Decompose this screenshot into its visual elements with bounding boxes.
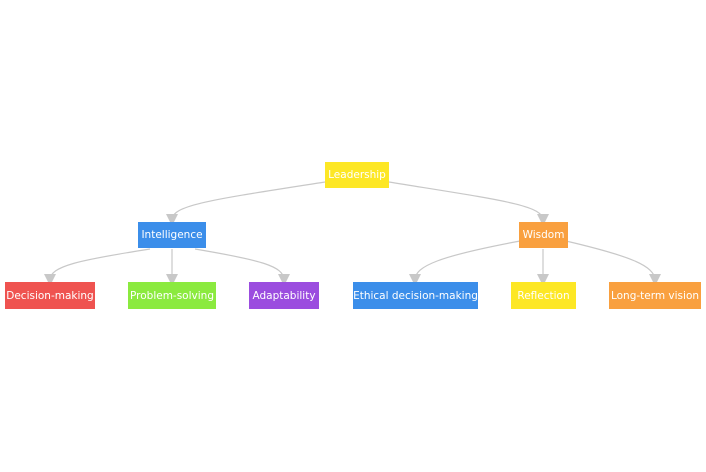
edge-intelligence-decision-making: [44, 248, 151, 286]
node-reflection[interactable]: Reflection: [511, 282, 576, 309]
edge-wisdom-long-term-vision: [565, 240, 661, 286]
node-decision-making[interactable]: Decision-making: [5, 282, 95, 309]
node-wisdom[interactable]: Wisdom: [519, 222, 568, 248]
node-adaptability[interactable]: Adaptability: [249, 282, 319, 309]
edge-wisdom-ethical-decision-making: [409, 240, 521, 286]
node-ethical-decision-making[interactable]: Ethical decision-making: [353, 282, 478, 309]
node-leadership[interactable]: Leadership: [325, 162, 389, 188]
node-problem-solving[interactable]: Problem-solving: [128, 282, 216, 309]
edge-leadership-intelligence: [166, 181, 326, 226]
edge-leadership-wisdom: [388, 181, 549, 226]
node-long-term-vision[interactable]: Long-term vision: [609, 282, 701, 309]
edge-intelligence-adaptability: [194, 248, 290, 286]
node-intelligence[interactable]: Intelligence: [138, 222, 206, 248]
